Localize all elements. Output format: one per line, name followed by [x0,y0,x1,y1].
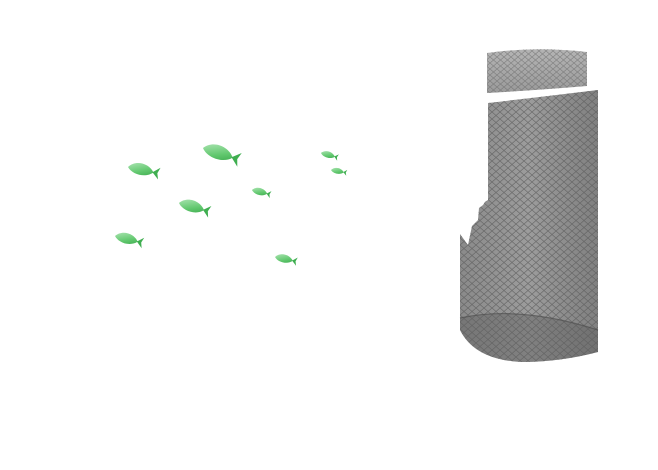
net-fold [460,313,598,362]
mesh-net-icon [459,49,599,362]
fish-icon [320,149,339,161]
fish-icon [177,196,212,218]
fish-icon [200,140,242,167]
fish-icon [330,166,348,176]
fish-icon [274,252,298,266]
fish-icon [113,230,145,249]
fish-icon [251,186,272,199]
fish-school [113,140,348,266]
fish-icon [126,160,161,180]
